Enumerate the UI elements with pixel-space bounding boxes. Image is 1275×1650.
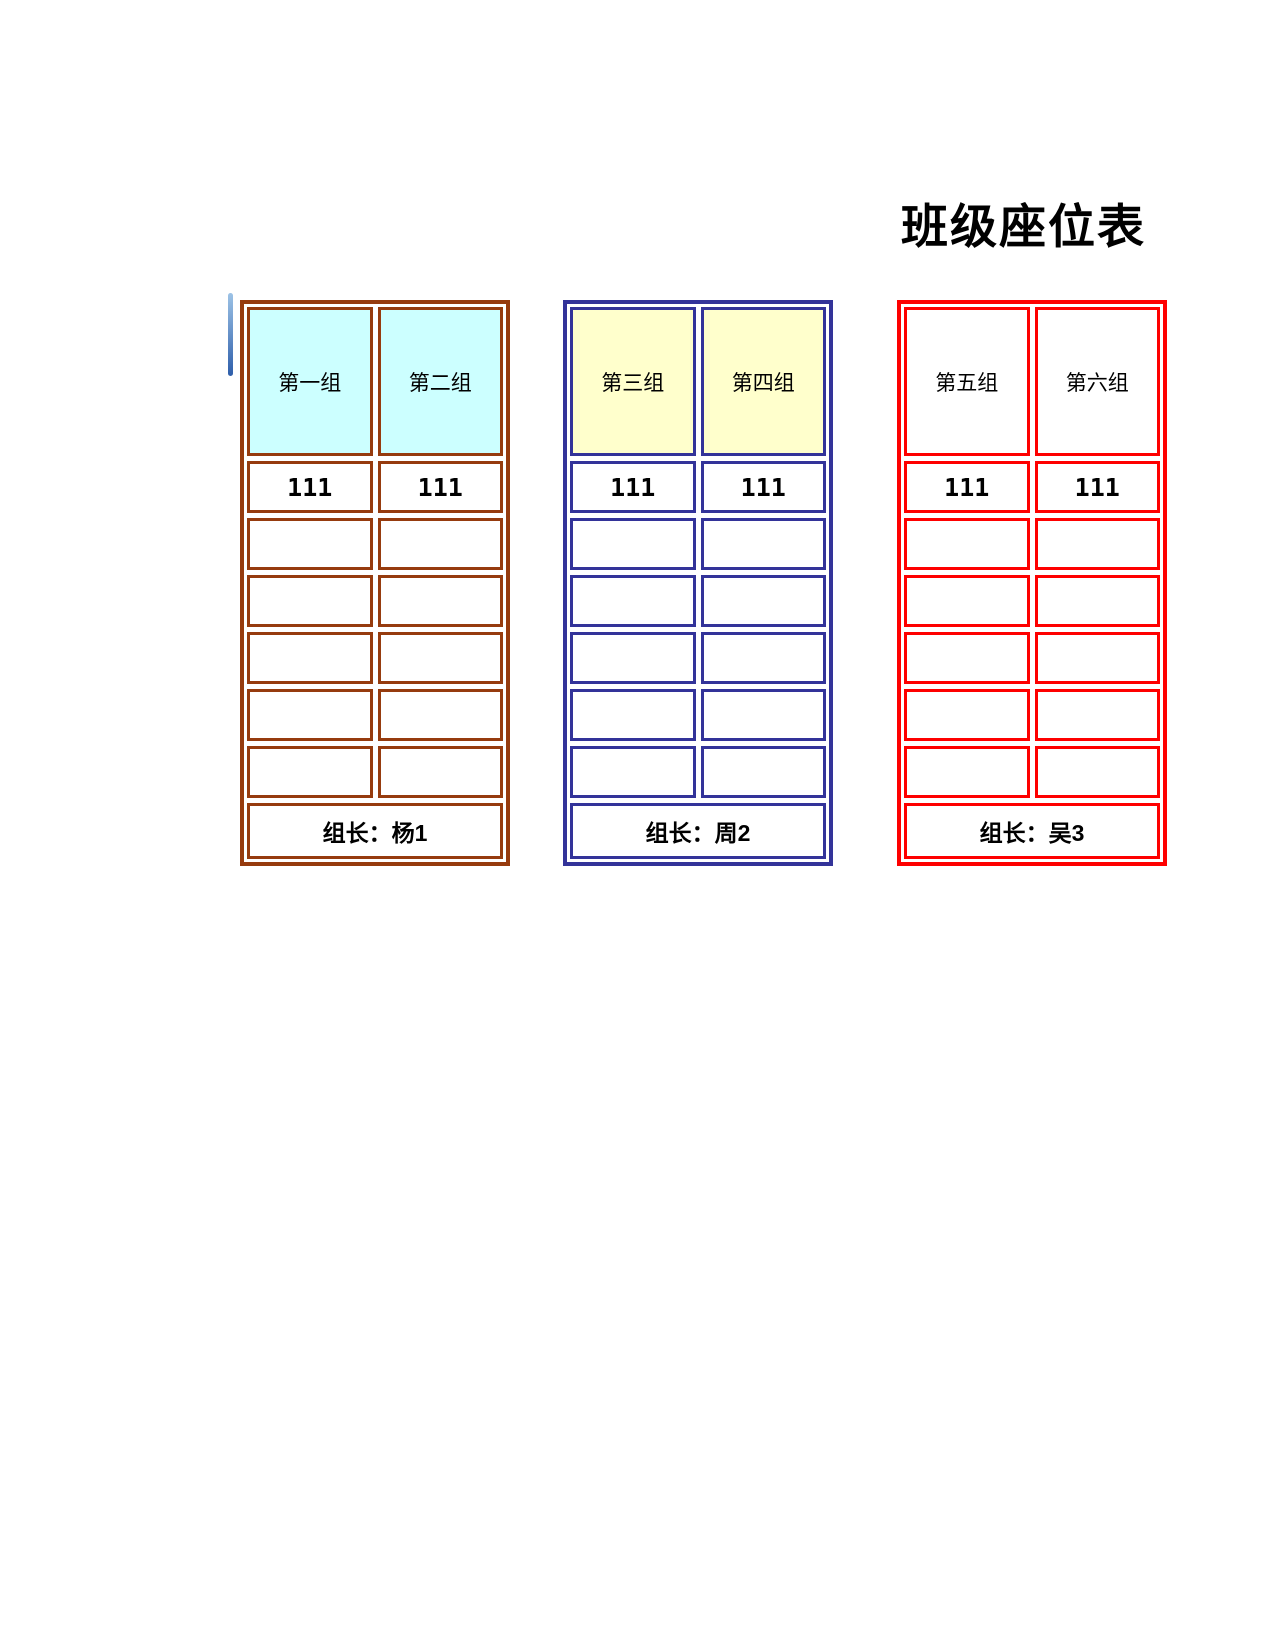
seat-cell — [570, 518, 696, 570]
blue-ink-mark — [228, 293, 233, 376]
seat-row: 111 111 — [570, 461, 826, 513]
seat-cell — [904, 689, 1030, 741]
seat-cell — [377, 632, 503, 684]
seat-cell — [1034, 746, 1160, 798]
seat-cell: 111 — [1034, 461, 1160, 513]
group-panel: 第三组 第四组 111 111 组长：周2 — [563, 300, 833, 866]
group-panel: 第一组 第二组 111 111 组长：杨1 — [240, 300, 510, 866]
seat-cell — [247, 746, 373, 798]
group-leader-cell: 组长：杨1 — [247, 803, 503, 859]
seat-row — [570, 632, 826, 684]
seat-cell — [570, 746, 696, 798]
seat-cell — [377, 575, 503, 627]
seat-row — [904, 689, 1160, 741]
seat-cell — [700, 746, 826, 798]
seat-cell — [700, 689, 826, 741]
seat-cell — [904, 518, 1030, 570]
seat-cell — [1034, 632, 1160, 684]
seat-cell: 111 — [247, 461, 373, 513]
seat-cell — [700, 575, 826, 627]
seat-row — [904, 575, 1160, 627]
seat-row — [247, 746, 503, 798]
seat-cell — [700, 632, 826, 684]
seat-row — [904, 632, 1160, 684]
seat-row — [570, 746, 826, 798]
seat-cell — [377, 689, 503, 741]
seat-cell — [377, 746, 503, 798]
leader-row: 组长：杨1 — [247, 803, 503, 859]
seat-cell — [1034, 575, 1160, 627]
page-title: 班级座位表 — [901, 200, 1146, 253]
seat-row — [904, 746, 1160, 798]
seat-cell — [904, 746, 1030, 798]
seat-row — [247, 632, 503, 684]
seat-row — [904, 518, 1160, 570]
seat-row — [570, 575, 826, 627]
seat-row — [247, 689, 503, 741]
group-name-cell: 第六组 — [1034, 307, 1160, 456]
seat-row — [570, 518, 826, 570]
seat-cell: 111 — [904, 461, 1030, 513]
group-name-cell: 第五组 — [904, 307, 1030, 456]
seat-row: 111 111 — [904, 461, 1160, 513]
seat-cell — [700, 518, 826, 570]
seat-row — [247, 518, 503, 570]
seat-cell — [247, 518, 373, 570]
group-header-row: 第一组 第二组 — [247, 307, 503, 456]
group-name-cell: 第一组 — [247, 307, 373, 456]
seat-cell — [570, 575, 696, 627]
seat-cell — [1034, 518, 1160, 570]
group-header-row: 第五组 第六组 — [904, 307, 1160, 456]
seat-cell — [570, 632, 696, 684]
group-panel: 第五组 第六组 111 111 组长：吴3 — [897, 300, 1167, 866]
seat-cell — [247, 575, 373, 627]
seat-row — [570, 689, 826, 741]
group-leader-cell: 组长：周2 — [570, 803, 826, 859]
leader-row: 组长：吴3 — [904, 803, 1160, 859]
seat-cell — [570, 689, 696, 741]
seat-cell — [1034, 689, 1160, 741]
seat-cell — [247, 689, 373, 741]
seat-cell: 111 — [570, 461, 696, 513]
leader-row: 组长：周2 — [570, 803, 826, 859]
group-name-cell: 第四组 — [700, 307, 826, 456]
seat-cell — [904, 575, 1030, 627]
seat-row: 111 111 — [247, 461, 503, 513]
seat-cell: 111 — [700, 461, 826, 513]
group-header-row: 第三组 第四组 — [570, 307, 826, 456]
seat-cell — [377, 518, 503, 570]
seat-row — [247, 575, 503, 627]
seat-cell: 111 — [377, 461, 503, 513]
seat-cell — [904, 632, 1030, 684]
group-leader-cell: 组长：吴3 — [904, 803, 1160, 859]
group-name-cell: 第三组 — [570, 307, 696, 456]
seat-cell — [247, 632, 373, 684]
group-name-cell: 第二组 — [377, 307, 503, 456]
